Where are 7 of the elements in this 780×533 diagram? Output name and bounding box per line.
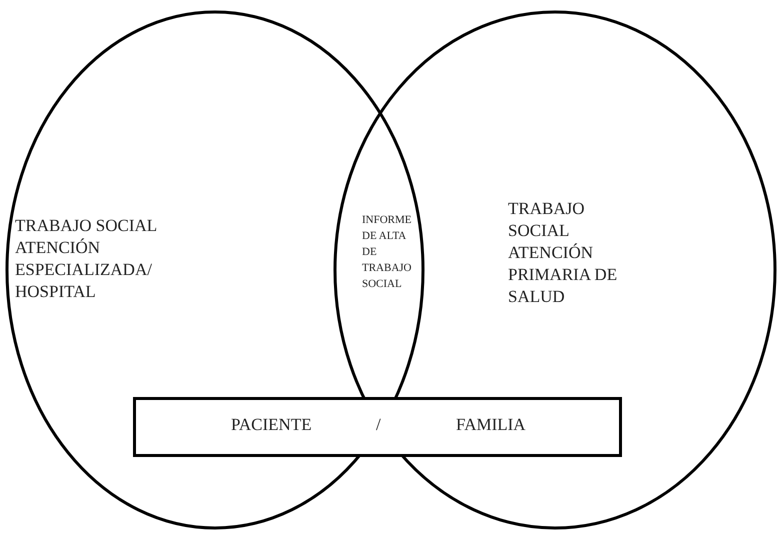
bar-label: PACIENTE <box>231 414 312 436</box>
region-label: TRABAJO SOCIAL ATENCIÓN ESPECIALIZADA/ HOSPITAL <box>15 215 158 303</box>
bar-label: / <box>376 414 381 436</box>
region-label: TRABAJO SOCIAL ATENCIÓN PRIMARIA DE SALUD <box>508 198 618 308</box>
bar-label: FAMILIA <box>456 414 526 436</box>
bar <box>133 397 622 457</box>
overlap-label: INFORME DE ALTA DE TRABAJO SOCIAL <box>362 213 413 292</box>
